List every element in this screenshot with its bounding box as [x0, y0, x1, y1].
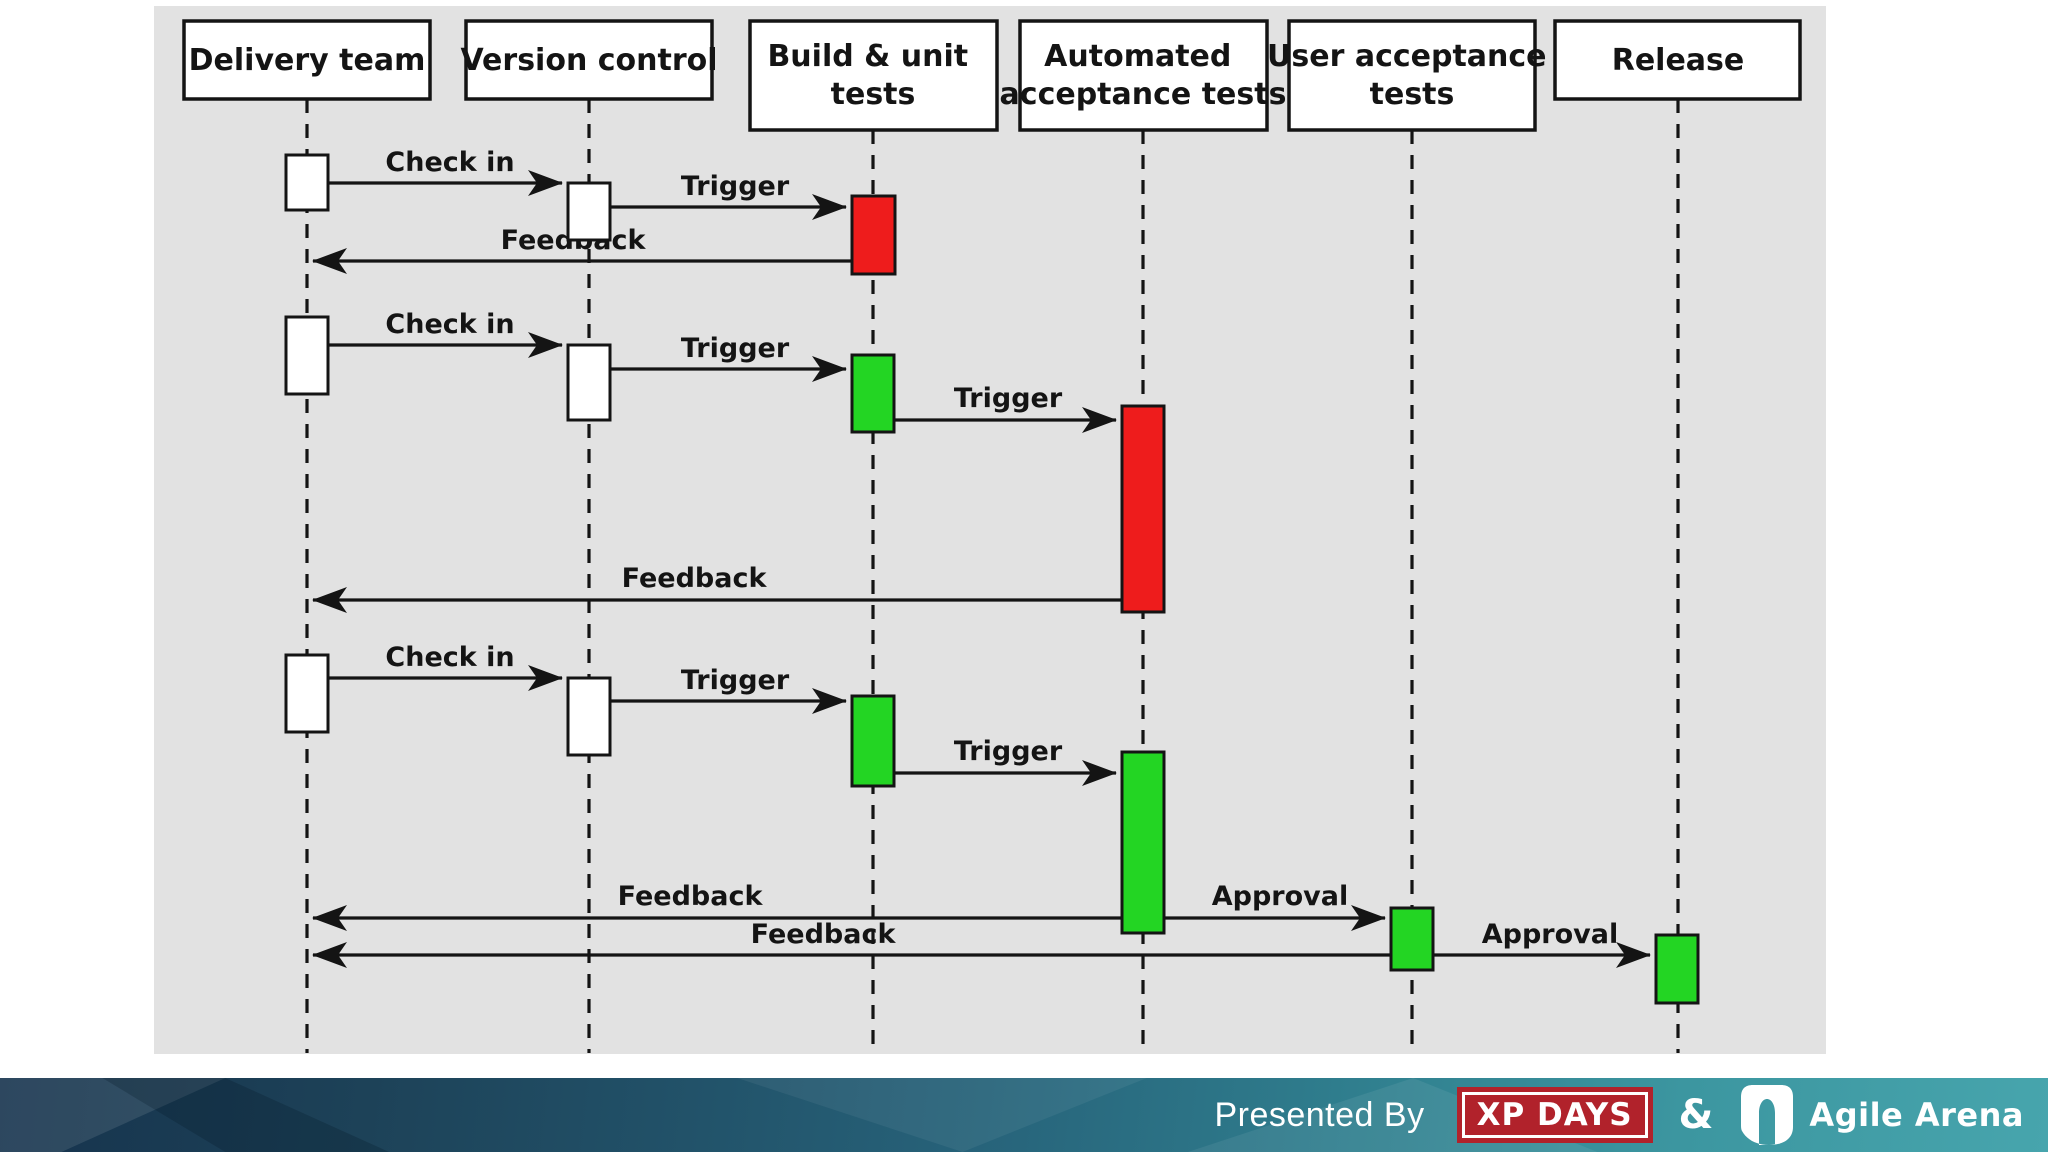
agile-arena-logo-group: Agile Arena — [1739, 1083, 2024, 1147]
message-label: Trigger — [681, 171, 790, 202]
message-label: Feedback — [618, 881, 764, 912]
agile-arena-logo-icon — [1741, 1085, 1794, 1145]
activation-bar-build-failed — [850, 194, 897, 276]
header-label-delivery-team: Delivery team — [189, 43, 426, 78]
activation-bar-version-3 — [566, 676, 612, 757]
message-label: Trigger — [681, 665, 790, 696]
header-label-version-control: Version control — [460, 43, 717, 78]
message-label: Check in — [385, 309, 514, 340]
activation-bar-version-1 — [566, 181, 612, 242]
message-label: Check in — [385, 147, 514, 178]
activation-bar-release — [1654, 933, 1700, 1005]
xp-days-label: XP DAYS — [1461, 1092, 1648, 1138]
lifeline-headers — [182, 19, 1802, 132]
message-label: Trigger — [954, 736, 1063, 767]
message-label: Trigger — [954, 383, 1063, 414]
header-box-version-control — [464, 19, 714, 101]
ampersand-text: & — [1678, 1092, 1714, 1138]
message-label: Approval — [1212, 881, 1349, 912]
message-label: Check in — [385, 642, 514, 673]
message-label: Trigger — [681, 333, 790, 364]
xp-days-logo: XP DAYS — [1456, 1087, 1653, 1143]
activation-bar-acceptance-failed — [1120, 404, 1166, 614]
activation-bar-delivery-2 — [284, 315, 330, 396]
header-box-user-acceptance-tests — [1287, 19, 1537, 132]
activation-bars — [284, 153, 1700, 1005]
header-label-line: tests — [1370, 77, 1455, 112]
message-label: Feedback — [751, 919, 897, 950]
header-label-line: User acceptance — [1267, 39, 1547, 74]
message-labels: Check in Trigger Feedback Check in Trigg… — [385, 147, 1618, 950]
header-label-line: Automated — [1044, 39, 1231, 74]
activation-bar-build-passed-2 — [850, 694, 896, 788]
header-label-release: Release — [1612, 43, 1745, 78]
message-label: Approval — [1482, 919, 1619, 950]
header-box-build-unit-tests — [748, 19, 999, 132]
activation-bar-delivery-1 — [284, 153, 330, 212]
header-box-release — [1553, 19, 1802, 101]
header-label-line: Build & unit — [767, 39, 968, 74]
header-label-line: acceptance tests — [1000, 77, 1287, 112]
activation-bar-acceptance-passed — [1120, 750, 1166, 935]
activation-bar-build-passed-1 — [850, 353, 896, 434]
activation-bar-version-2 — [566, 343, 612, 422]
agile-arena-label: Agile Arena — [1809, 1096, 2024, 1134]
diagram-background — [154, 6, 1826, 1054]
activation-bar-uat-passed — [1389, 906, 1435, 972]
footer-content: Presented By XP DAYS & Agile Arena — [0, 1078, 2048, 1152]
header-box-automated-acceptance-tests — [1018, 19, 1269, 132]
header-label-line: tests — [831, 77, 916, 112]
header-box-delivery-team — [182, 19, 432, 101]
header-label-user-acceptance-tests: User acceptance tests — [1267, 39, 1557, 112]
activation-bar-delivery-3 — [284, 653, 330, 734]
lifeline-header-labels: Delivery team Version control Build & un… — [189, 39, 1745, 112]
message-label: Feedback — [622, 563, 768, 594]
header-label-automated-acceptance-tests: Automated acceptance tests — [1000, 39, 1287, 112]
presented-by-text: Presented By — [1214, 1095, 1425, 1134]
header-label-build-unit-tests: Build & unit tests — [767, 39, 978, 112]
footer-banner: Presented By XP DAYS & Agile Arena — [0, 1078, 2048, 1152]
messages — [312, 170, 1651, 968]
